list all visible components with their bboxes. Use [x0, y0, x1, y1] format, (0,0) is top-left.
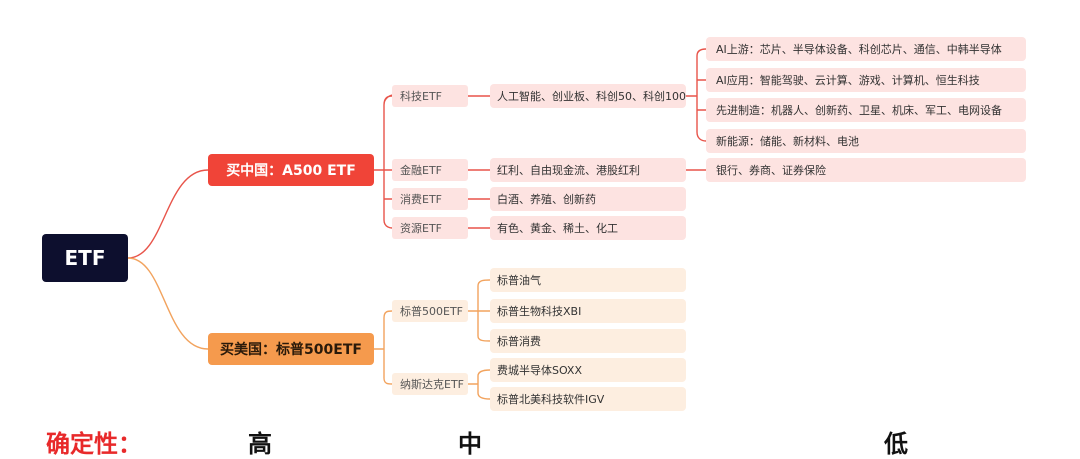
detail-sp-consumer: 标普消费	[490, 329, 686, 353]
detail-soxx: 费城半导体SOXX	[490, 358, 686, 382]
sector-nasdaq: 纳斯达克ETF	[392, 373, 468, 395]
detail-sp-biotech: 标普生物科技XBI	[490, 299, 686, 323]
certainty-mid: 中	[458, 430, 482, 458]
connector-tech-subs	[686, 48, 707, 142]
branch-us: 买美国：标普500ETF	[208, 333, 374, 365]
detail-sp-oil: 标普油气	[490, 268, 686, 292]
branch-china: 买中国：A500 ETF	[208, 154, 374, 186]
root-node-etf: ETF	[42, 234, 128, 282]
certainty-low: 低	[884, 430, 908, 458]
certainty-label: 确定性：	[46, 430, 142, 458]
detail-consumer: 白酒、养殖、创新药	[490, 187, 686, 211]
sub-ai-application: AI应用：智能驾驶、云计算、游戏、计算机、恒生科技	[706, 68, 1026, 92]
sub-new-energy: 新能源：储能、新材料、电池	[706, 129, 1026, 153]
connector-us-sectors	[374, 310, 393, 385]
sub-advanced-manufacturing: 先进制造：机器人、创新药、卫星、机床、军工、电网设备	[706, 98, 1026, 122]
connector-sp500-details	[468, 279, 491, 342]
sub-ai-upstream: AI上游：芯片、半导体设备、科创芯片、通信、中韩半导体	[706, 37, 1026, 61]
sector-finance: 金融ETF	[392, 159, 468, 181]
connector-nasdaq-details	[468, 369, 491, 400]
sector-sp500: 标普500ETF	[392, 300, 468, 322]
connector-china-sectors	[374, 94, 393, 229]
connector-root-us	[127, 257, 209, 350]
sub-finance-detail: 银行、券商、证券保险	[706, 158, 1026, 182]
detail-igv: 标普北美科技软件IGV	[490, 387, 686, 411]
detail-resource: 有色、黄金、稀土、化工	[490, 216, 686, 240]
certainty-high: 高	[248, 430, 272, 458]
connector-root-china	[127, 169, 209, 259]
sector-consumer: 消费ETF	[392, 188, 468, 210]
detail-tech: 人工智能、创业板、科创50、科创100	[490, 84, 686, 108]
sector-resource: 资源ETF	[392, 217, 468, 239]
sector-tech: 科技ETF	[392, 85, 468, 107]
detail-finance: 红利、自由现金流、港股红利	[490, 158, 686, 182]
